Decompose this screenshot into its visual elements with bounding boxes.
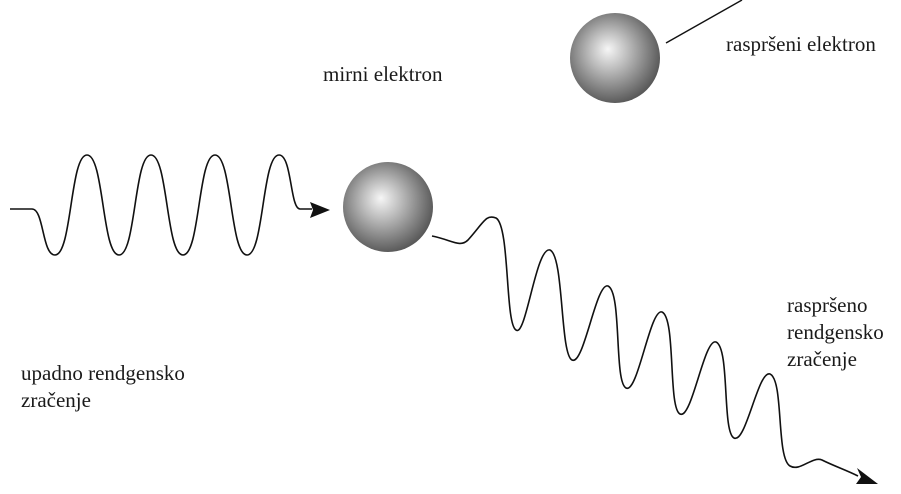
rest-electron-label: mirni elektron: [323, 61, 443, 88]
rest-electron-label-text: mirni elektron: [323, 62, 443, 86]
scattered-radiation-label-line-1: raspršeno: [787, 293, 868, 317]
scattered-radiation-label-line-3: zračenje: [787, 347, 857, 371]
scattered-electron-sphere: [570, 13, 660, 103]
incident-radiation-label-line-1: upadno rendgensko: [21, 361, 185, 385]
scattered-electron-trajectory-line: [665, 0, 743, 44]
rest-electron-sphere: [343, 162, 433, 252]
scattered-electron-label-text: raspršeni elektron: [726, 32, 876, 56]
scattered-electron-label: raspršeni elektron: [726, 31, 876, 58]
scattered-radiation-label: raspršeno rendgensko zračenje: [787, 292, 884, 373]
incident-radiation-label: upadno rendgensko zračenje: [21, 360, 185, 414]
scattered-wave: [431, 216, 859, 477]
scattered-radiation-label-line-2: rendgensko: [787, 320, 884, 344]
scattered-arrowhead: [856, 468, 878, 484]
incident-wave: [10, 154, 312, 256]
incident-arrowhead: [310, 202, 330, 218]
incident-radiation-label-line-2: zračenje: [21, 388, 91, 412]
